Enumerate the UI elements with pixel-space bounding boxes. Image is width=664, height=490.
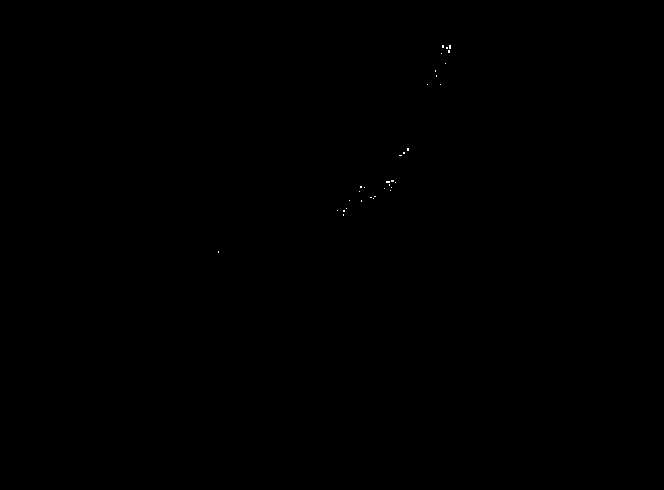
star-speck xyxy=(436,75,437,77)
star-speck xyxy=(373,198,374,199)
star-speck xyxy=(391,187,392,188)
star-speck xyxy=(442,45,444,48)
star-speck xyxy=(449,45,451,49)
star-speck xyxy=(360,186,362,188)
star-speck xyxy=(361,200,362,202)
star-speck xyxy=(445,63,446,64)
star-speck xyxy=(343,214,344,216)
star-speck xyxy=(389,184,390,186)
star-speck xyxy=(349,200,350,201)
star-speck xyxy=(346,208,347,209)
star-speck xyxy=(391,180,394,182)
star-speck xyxy=(374,196,376,197)
star-speck xyxy=(435,70,436,72)
star-speck xyxy=(218,251,219,253)
star-speck xyxy=(343,210,345,212)
star-speck xyxy=(359,191,360,192)
star-speck xyxy=(337,210,338,211)
star-speck xyxy=(386,181,390,183)
star-speck xyxy=(399,155,402,156)
star-speck xyxy=(448,50,450,53)
star-speck xyxy=(370,197,372,198)
star-speck xyxy=(395,182,396,183)
star-speck xyxy=(384,188,385,189)
star-speck xyxy=(441,53,442,54)
star-speck xyxy=(427,84,428,85)
star-speck xyxy=(446,47,448,49)
star-speck xyxy=(440,84,441,85)
star-speck xyxy=(407,148,409,151)
star-speck xyxy=(390,190,391,191)
star-speck xyxy=(364,187,365,188)
star-speck xyxy=(403,152,405,154)
